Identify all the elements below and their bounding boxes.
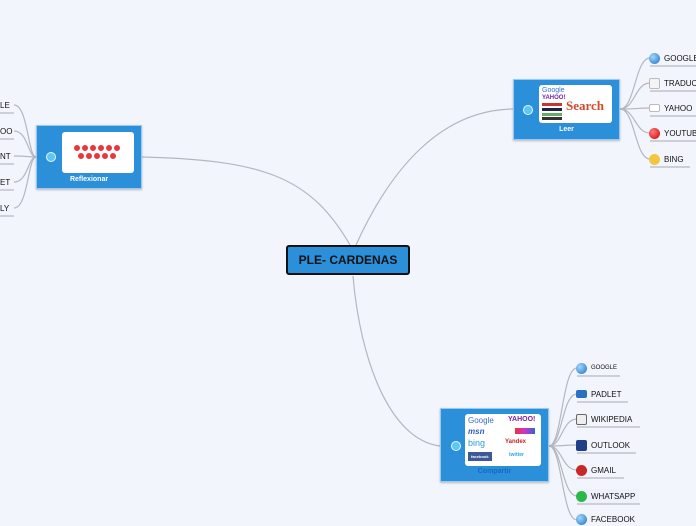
leaf-label: PADLET [591, 389, 622, 399]
twitter-logo-text: twitter [509, 452, 524, 458]
leaf-label: FACEBOOK [591, 514, 636, 524]
leaf-label: WHATSAPP [591, 491, 636, 501]
leaf-facebook[interactable]: FACEBOOK [576, 512, 635, 526]
leaf-label: OUTLOOK [591, 440, 631, 450]
search-logo-text: Search [566, 98, 605, 113]
topic-leer[interactable]: Google YAHOO! Search Leer [513, 79, 620, 140]
leaf-item[interactable]: OO [0, 124, 12, 138]
topic-label: Compartir [477, 468, 512, 475]
red-dot-icon [649, 127, 660, 139]
topic-label: Reflexionar [69, 176, 109, 183]
leaf-outlook[interactable]: OUTLOOK [576, 438, 630, 452]
leaf-youtube[interactable]: YOUTUB [649, 126, 696, 140]
earth-icon [649, 52, 660, 64]
open-book-icon [576, 413, 587, 425]
central-topic-label: PLE- CARDENAS [298, 253, 398, 267]
leaf-bing[interactable]: BING [649, 152, 684, 166]
leaf-label: LE [0, 100, 10, 110]
expand-icon[interactable] [451, 441, 461, 451]
leaf-label: LY [0, 203, 10, 213]
leaf-label: GOOGLE [591, 365, 618, 371]
leaf-label: BING [664, 154, 684, 164]
leaf-item[interactable]: LY [0, 201, 9, 215]
leaf-padlet[interactable]: PADLET [576, 387, 622, 401]
leaf-label: ET [0, 177, 11, 187]
expand-icon[interactable] [523, 105, 533, 115]
google-logo-text: Google [542, 87, 565, 94]
central-topic[interactable]: PLE- CARDENAS [286, 245, 410, 275]
leaf-traduc[interactable]: TRADUC [649, 76, 696, 90]
earth-icon [576, 362, 587, 374]
leaf-item[interactable]: LE [0, 98, 10, 112]
leaf-whatsapp[interactable]: WHATSAPP [576, 489, 640, 503]
leaf-label: YOUTUB [664, 128, 696, 138]
check-green-icon [576, 490, 587, 502]
leaf-label: OO [0, 126, 13, 136]
yandex-logo-text: Yandex [505, 439, 527, 445]
earth-icon [576, 513, 587, 525]
leaf-google[interactable]: GOOGLE [649, 51, 696, 65]
leaf-item[interactable]: ET [0, 175, 10, 189]
book-blue-icon [576, 390, 587, 398]
imagen-movil-logo [74, 145, 120, 159]
note-icon [649, 77, 660, 89]
leaf-item[interactable]: NT [0, 149, 11, 163]
leaf-google[interactable]: GOOGLE [576, 361, 617, 375]
yahoo-logo-text: YAHOO! [542, 95, 566, 101]
check-yellow-icon [649, 153, 660, 165]
msn-logo-text: msn [468, 427, 485, 436]
topic-compartir[interactable]: Google YAHOO! msn bing Yandex facebook t… [440, 408, 549, 482]
check-red-icon [576, 464, 587, 476]
compartir-image: Google YAHOO! msn bing Yandex facebook t… [465, 414, 541, 466]
leaf-label: GOOGLE [664, 53, 696, 63]
icon-multicolor [515, 428, 535, 434]
leaf-label: WIKIPEDIA [591, 414, 633, 424]
expand-icon[interactable] [46, 152, 56, 162]
facebook-logo-text: facebook [468, 452, 492, 461]
topic-label: Leer [559, 126, 574, 133]
book-dark-icon [576, 439, 587, 451]
leaf-label: NT [0, 151, 11, 161]
bing-logo-text: bing [468, 438, 486, 448]
leer-image: Google YAHOO! Search [539, 85, 612, 123]
envelope-icon [649, 104, 660, 112]
leaf-label: YAHOO [664, 103, 693, 113]
yahoo-logo-text: YAHOO! [508, 416, 536, 423]
topic-reflexionar[interactable]: Reflexionar [36, 125, 142, 189]
search-engines-list [542, 103, 562, 120]
reflexionar-image [62, 132, 134, 173]
leaf-label: TRADUC [664, 78, 696, 88]
google-logo-text: Google [468, 416, 494, 425]
leaf-wikipedia[interactable]: WIKIPEDIA [576, 412, 632, 426]
leaf-yahoo[interactable]: YAHOO [649, 101, 692, 115]
leaf-label: GMAIL [591, 465, 616, 475]
leaf-gmail[interactable]: GMAIL [576, 463, 616, 477]
